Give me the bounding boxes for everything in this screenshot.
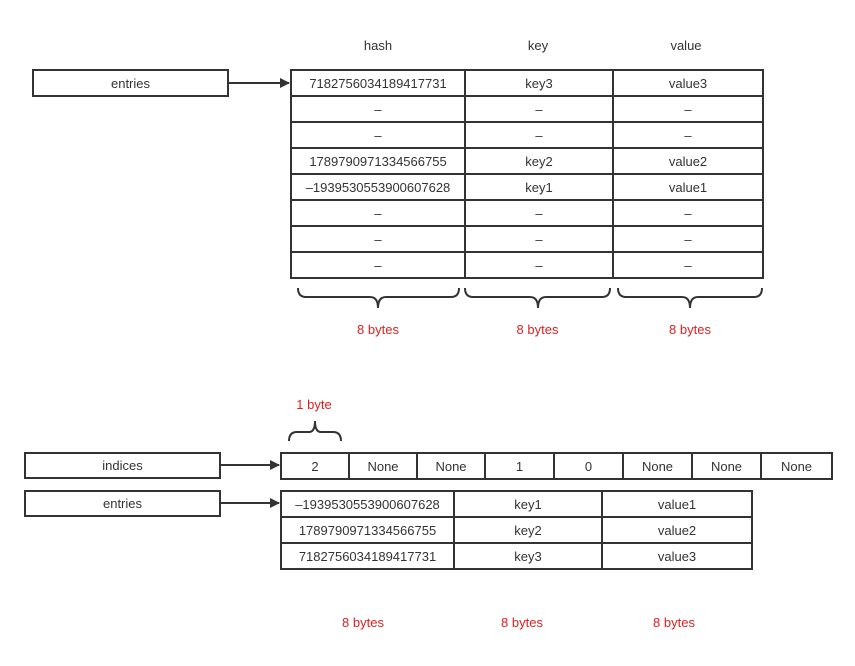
value-cell: value2 (601, 516, 753, 544)
column-header-hash: hash (363, 38, 393, 53)
index-cell: 2 (280, 452, 350, 480)
indices-array-body: 2 None None 1 0 None None None (280, 452, 833, 480)
table-row: 7182756034189417731 key3 value3 (280, 542, 753, 570)
key-cell: – (464, 199, 614, 227)
table-row: –1939530553900607628 key1 value1 (280, 490, 753, 518)
table-row: – – – (290, 251, 764, 279)
table-row: –1939530553900607628 key1 value1 (290, 173, 764, 201)
entries-label-bottom: entries (102, 496, 143, 511)
entries-label: entries (110, 75, 151, 91)
indices-label: indices (102, 458, 143, 473)
value-cell: value2 (612, 147, 764, 175)
hash-cell: 1789790971334566755 (280, 516, 455, 544)
index-cell: 0 (553, 452, 624, 480)
value-size-label-bottom: 8 bytes (653, 615, 695, 630)
entries-pointer-box: entries (32, 69, 229, 97)
key-cell: key2 (453, 516, 603, 544)
index-cell: None (622, 452, 693, 480)
table-row: – – – (290, 199, 764, 227)
indices-pointer-box: indices (24, 452, 221, 479)
hash-cell: 7182756034189417731 (280, 542, 455, 570)
hash-cell: – (290, 199, 466, 227)
entries-table-bottom-body: –1939530553900607628 key1 value1 1789790… (280, 490, 753, 570)
table-row: – – – (290, 121, 764, 149)
hash-cell: –1939530553900607628 (290, 173, 466, 201)
hash-brace (297, 287, 460, 309)
index-cell: None (691, 452, 762, 480)
table-row: 1789790971334566755 key2 value2 (290, 147, 764, 175)
value-cell: value1 (601, 490, 753, 518)
hash-size-label-bottom: 8 bytes (342, 615, 384, 630)
entries-table-top-body: 7182756034189417731 key3 value3 – – – – … (290, 69, 764, 279)
column-header-key: key (527, 38, 549, 53)
column-header-value: value (670, 38, 702, 53)
index-cell: None (760, 452, 833, 480)
entries-pointer-box-bottom: entries (24, 490, 221, 517)
value-size-label: 8 bytes (669, 322, 711, 337)
indices-array: 2 None None 1 0 None None None (280, 452, 833, 480)
table-row: 1789790971334566755 key2 value2 (280, 516, 753, 544)
hash-cell: – (290, 121, 466, 149)
value-cell: – (612, 199, 764, 227)
hash-cell: –1939530553900607628 (280, 490, 455, 518)
key-size-label: 8 bytes (516, 322, 559, 337)
key-cell: – (464, 251, 614, 279)
key-size-label-bottom: 8 bytes (501, 615, 543, 630)
index-cell: None (416, 452, 486, 480)
hash-cell: 7182756034189417731 (290, 69, 466, 97)
key-cell: key1 (453, 490, 603, 518)
hash-cell: – (290, 251, 466, 279)
value-cell: value3 (601, 542, 753, 570)
hash-cell: 1789790971334566755 (290, 147, 466, 175)
table-row: 7182756034189417731 key3 value3 (290, 69, 764, 97)
key-cell: key1 (464, 173, 614, 201)
index-cell: 1 (484, 452, 555, 480)
hash-cell: – (290, 225, 466, 253)
entries-table-bottom: –1939530553900607628 key1 value1 1789790… (280, 490, 753, 570)
key-cell: key2 (464, 147, 614, 175)
hash-cell: – (290, 95, 466, 123)
key-cell: – (464, 95, 614, 123)
index-cell: None (348, 452, 418, 480)
value-cell: – (612, 95, 764, 123)
value-cell: value3 (612, 69, 764, 97)
key-cell: key3 (464, 69, 614, 97)
key-cell: – (464, 225, 614, 253)
byte-size-label: 1 byte (296, 397, 332, 412)
value-cell: value1 (612, 173, 764, 201)
value-cell: – (612, 225, 764, 253)
entries-table-top: 7182756034189417731 key3 value3 – – – – … (290, 69, 764, 279)
value-cell: – (612, 121, 764, 149)
table-row: – – – (290, 225, 764, 253)
hash-size-label: 8 bytes (357, 322, 399, 337)
byte-brace (288, 420, 342, 442)
key-brace (464, 287, 611, 309)
indices-row: 2 None None 1 0 None None None (280, 452, 833, 480)
key-cell: key3 (453, 542, 603, 570)
value-brace (617, 287, 763, 309)
table-row: – – – (290, 95, 764, 123)
value-cell: – (612, 251, 764, 279)
key-cell: – (464, 121, 614, 149)
